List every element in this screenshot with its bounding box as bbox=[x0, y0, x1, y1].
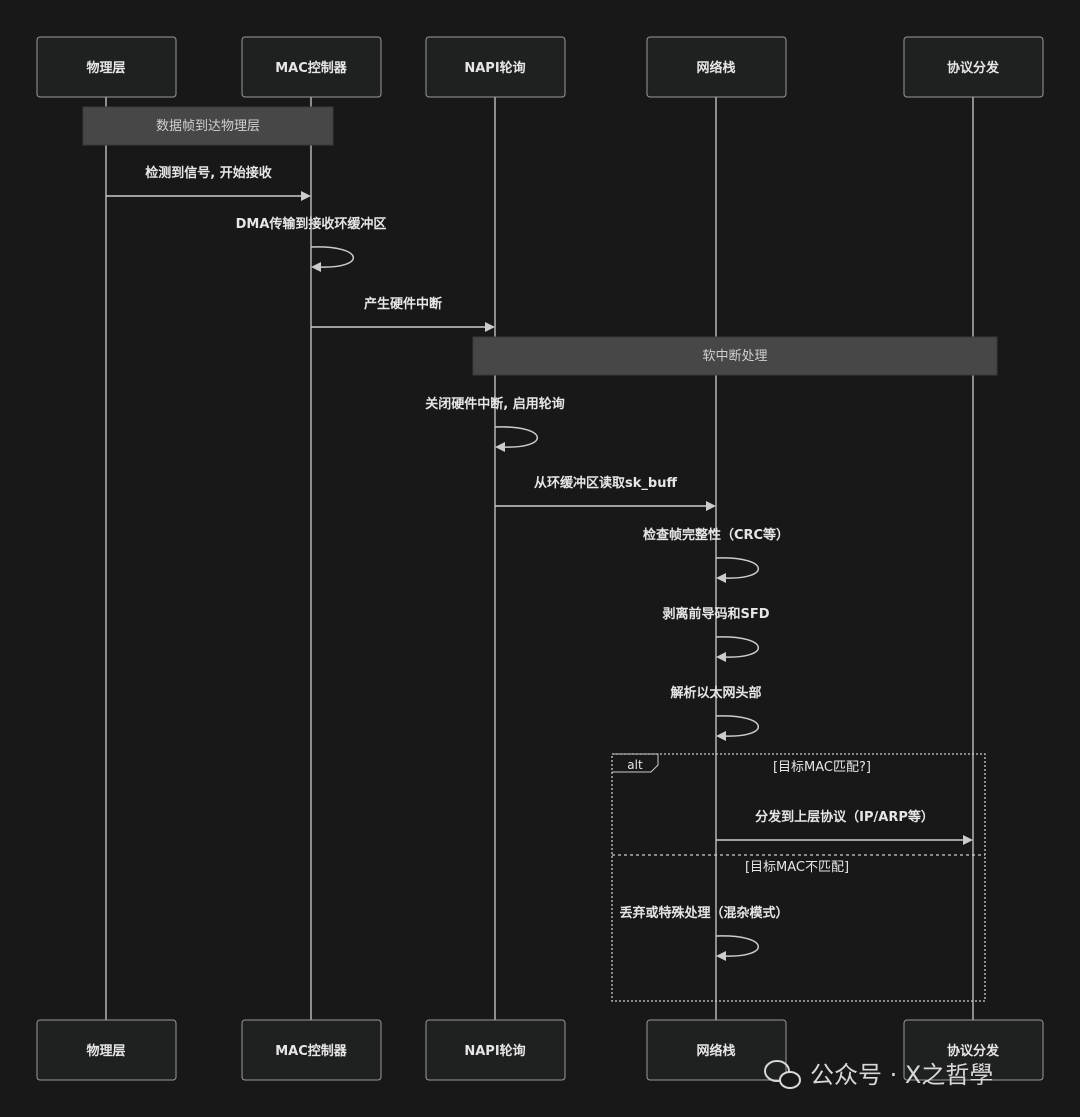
participant-label: 物理层 bbox=[86, 60, 125, 76]
message-label: DMA传输到接收环缓冲区 bbox=[236, 216, 387, 232]
watermark-text: 公众号 · X之哲學 bbox=[810, 1061, 993, 1089]
participant-box-bottom: MAC控制器 bbox=[241, 1019, 382, 1081]
message-label: 从环缓冲区读取sk_buff bbox=[534, 475, 677, 491]
self-message: 解析以太网头部 bbox=[669, 685, 762, 741]
participant-rect bbox=[646, 1019, 787, 1081]
participant-box-top: NAPI轮询 bbox=[425, 36, 566, 98]
participant-label: NAPI轮询 bbox=[464, 60, 525, 76]
arrowhead bbox=[301, 191, 311, 201]
participant-label: 物理层 bbox=[86, 1043, 125, 1059]
lifelines bbox=[105, 97, 974, 1020]
alt-frame bbox=[611, 753, 986, 1002]
note: 数据帧到达物理层 bbox=[82, 106, 334, 146]
participant-box-bottom: 网络栈 bbox=[646, 1019, 787, 1081]
participant-box-bottom: 物理层 bbox=[36, 1019, 177, 1081]
self-message: 丢弃或特殊处理（混杂模式） bbox=[619, 905, 789, 961]
alt-tab bbox=[612, 753, 659, 773]
participant-label: 网络栈 bbox=[696, 1043, 735, 1059]
message: 从环缓冲区读取sk_buff bbox=[495, 475, 716, 511]
participant-rect bbox=[36, 36, 177, 98]
participants: 物理层物理层MAC控制器MAC控制器NAPI轮询NAPI轮询网络栈网络栈协议分发… bbox=[36, 36, 1044, 1081]
participant-rect bbox=[425, 1019, 566, 1081]
message-label: 检查帧完整性（CRC等） bbox=[643, 527, 789, 543]
note-rect bbox=[82, 106, 334, 146]
message-label: 解析以太网头部 bbox=[669, 685, 761, 701]
self-message: 剥离前导码和SFD bbox=[662, 606, 770, 662]
participant-rect bbox=[646, 36, 787, 98]
participant-label: 协议分发 bbox=[947, 60, 1000, 76]
self-message: DMA传输到接收环缓冲区 bbox=[236, 216, 387, 272]
note-text: 数据帧到达物理层 bbox=[156, 119, 260, 134]
arrowhead bbox=[963, 835, 973, 845]
self-message: 检查帧完整性（CRC等） bbox=[643, 527, 789, 583]
arrowhead bbox=[716, 573, 726, 583]
message-loop bbox=[715, 935, 759, 957]
wechat-icon bbox=[764, 1060, 801, 1089]
participant-box-bottom: 协议分发 bbox=[903, 1019, 1044, 1081]
participant-rect bbox=[241, 1019, 382, 1081]
participant-box-top: 物理层 bbox=[36, 36, 177, 98]
message-label: 剥离前导码和SFD bbox=[662, 606, 769, 622]
message: 产生硬件中断 bbox=[311, 296, 495, 332]
alt-condition: [目标MAC不匹配] bbox=[745, 860, 849, 875]
arrowhead bbox=[311, 262, 321, 272]
arrowhead bbox=[716, 731, 726, 741]
participant-box-top: 协议分发 bbox=[903, 36, 1044, 98]
participant-rect bbox=[425, 36, 566, 98]
participant-label: 协议分发 bbox=[947, 1043, 1000, 1059]
note-text: 软中断处理 bbox=[702, 349, 767, 364]
message-label: 关闭硬件中断, 启用轮询 bbox=[425, 396, 564, 412]
participant-box-top: 网络栈 bbox=[646, 36, 787, 98]
message-loop bbox=[310, 246, 354, 268]
participant-rect bbox=[241, 36, 382, 98]
message-label: 检测到信号, 开始接收 bbox=[145, 165, 272, 181]
watermark: 公众号 · X之哲學 bbox=[764, 1060, 993, 1089]
participant-rect bbox=[36, 1019, 177, 1081]
participant-rect bbox=[903, 36, 1044, 98]
participant-label: 网络栈 bbox=[696, 60, 735, 76]
participant-label: MAC控制器 bbox=[275, 1043, 348, 1059]
participant-label: NAPI轮询 bbox=[464, 1043, 525, 1059]
alt-fragment: alt [目标MAC匹配?] [目标MAC不匹配] bbox=[611, 753, 986, 1002]
message-label: 产生硬件中断 bbox=[364, 296, 442, 312]
message-label: 分发到上层协议（IP/ARP等） bbox=[755, 809, 934, 825]
arrowhead bbox=[716, 652, 726, 662]
message-loop bbox=[715, 557, 759, 579]
message: 分发到上层协议（IP/ARP等） bbox=[716, 809, 973, 845]
participant-box-top: MAC控制器 bbox=[241, 36, 382, 98]
message-loop bbox=[715, 715, 759, 737]
note-rect bbox=[472, 336, 998, 376]
arrowhead bbox=[495, 442, 505, 452]
participant-rect bbox=[903, 1019, 1044, 1081]
message-loop bbox=[494, 426, 538, 448]
message-loop bbox=[715, 636, 759, 658]
arrowhead bbox=[716, 951, 726, 961]
participant-box-bottom: NAPI轮询 bbox=[425, 1019, 566, 1081]
message: 检测到信号, 开始接收 bbox=[106, 165, 311, 201]
arrowhead bbox=[485, 322, 495, 332]
alt-condition: [目标MAC匹配?] bbox=[773, 760, 871, 775]
alt-label: alt bbox=[627, 758, 643, 772]
message-label: 丢弃或特殊处理（混杂模式） bbox=[619, 905, 788, 921]
note: 软中断处理 bbox=[472, 336, 998, 376]
self-message: 关闭硬件中断, 启用轮询 bbox=[425, 396, 565, 452]
participant-label: MAC控制器 bbox=[275, 60, 348, 76]
arrowhead bbox=[706, 501, 716, 511]
